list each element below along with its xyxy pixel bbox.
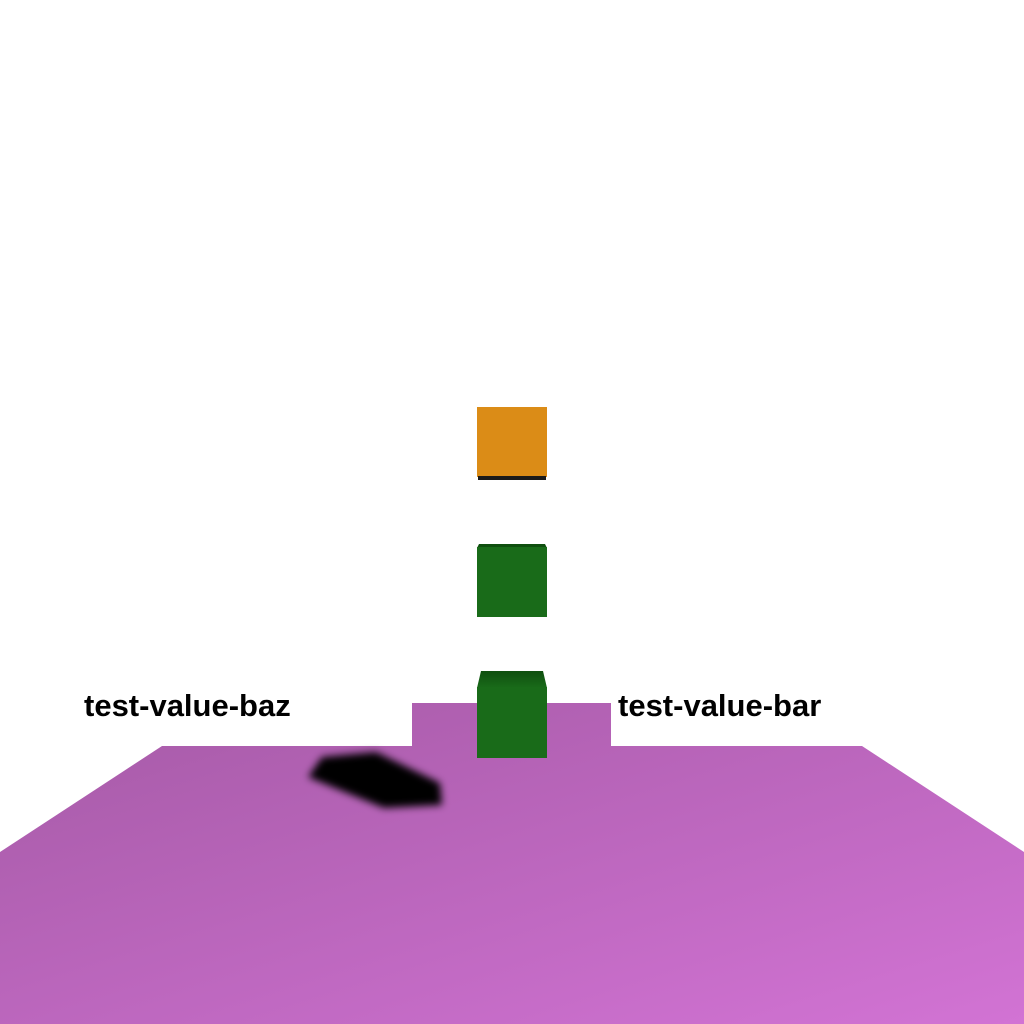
green-cube-middle-face: [477, 547, 547, 617]
label-right: test-value-bar: [618, 688, 822, 723]
green-cube-middle: [477, 544, 547, 617]
label-left: test-value-baz: [84, 688, 291, 723]
green-cube-bottom-face: [477, 687, 547, 758]
green-cube-bottom-top: [477, 671, 547, 688]
orange-cube-face: [477, 407, 547, 477]
green-cube-bottom: [477, 671, 547, 758]
orange-cube: [477, 407, 547, 480]
orange-cube-underside: [478, 476, 546, 480]
floor-plane: [0, 703, 1024, 1024]
cube-shadow: [308, 752, 442, 808]
